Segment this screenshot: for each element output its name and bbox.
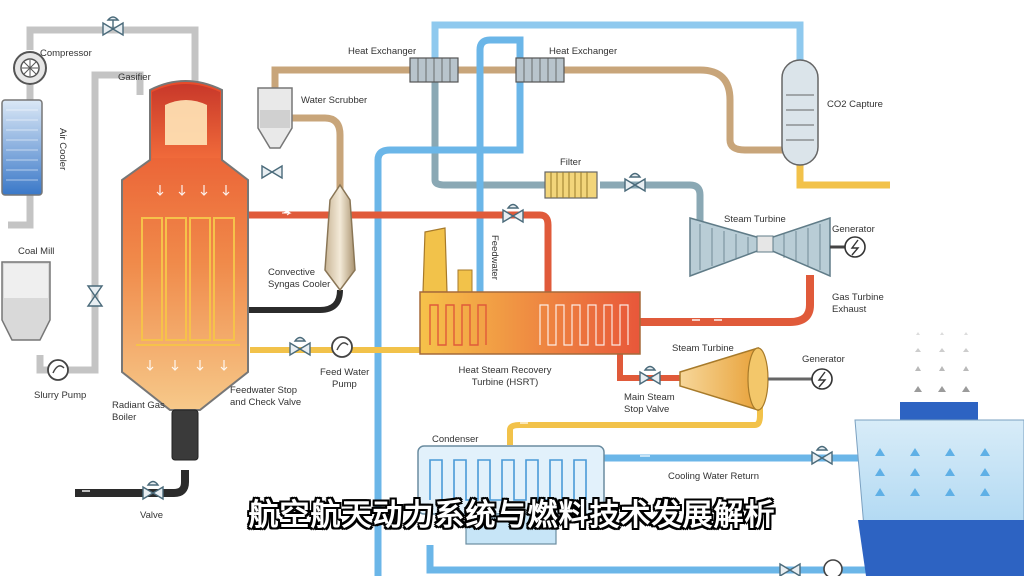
feedwater-stop-label-1: Feedwater Stop [230, 385, 297, 396]
exhaust-pipe [640, 275, 814, 326]
valve-icon [811, 445, 833, 466]
slurry-pipe [36, 71, 144, 374]
feedwater-pipe [476, 36, 524, 292]
hsrt [419, 227, 641, 355]
water-scrubber [257, 87, 293, 149]
cooling-water-return-label: Cooling Water Return [668, 471, 759, 482]
feed-water-pump-label-1: Feed Water [320, 367, 369, 378]
video-subtitle: 航空航天动力系统与燃料技术发展解析 [248, 498, 776, 533]
bottom-pump-icon [823, 559, 843, 576]
generator-bottom-icon [811, 368, 833, 390]
ash-outlet-pipe [75, 470, 189, 497]
hsrt-label-2: Turbine (HSRT) [472, 377, 539, 388]
steam-turbine-top-label: Steam Turbine [724, 214, 786, 225]
feed-water-pump [331, 336, 353, 358]
main-steam-label-2: Stop Valve [624, 404, 669, 415]
feedwater-stop-label-2: and Check Valve [230, 397, 301, 408]
steam-turbine-top [689, 216, 845, 278]
slurry-pump [47, 359, 69, 381]
labels: Compressor Gasifier Air Cooler Coal Mill… [18, 46, 884, 521]
cooling-tower [854, 332, 1024, 576]
hot-syngas-pipe [248, 211, 552, 295]
radiant-gas-boiler-label-1: Radiant Gas [112, 400, 165, 411]
valve-icon [624, 172, 646, 193]
convective-syngas-cooler [324, 183, 356, 292]
air-pipe-left [8, 195, 34, 229]
convective-cooler-label-1: Convective [268, 267, 315, 278]
filter [544, 171, 598, 199]
steam-to-turbine [600, 181, 712, 239]
convective-cooler-label-2: Syngas Cooler [268, 279, 330, 290]
gasifier [121, 80, 249, 461]
valve-icon [86, 285, 104, 307]
radiant-gas-boiler-label-2: Boiler [112, 412, 136, 423]
condenser-label: Condenser [432, 434, 478, 445]
gas-turbine-exhaust-label-2: Exhaust [832, 304, 867, 315]
heat-exchanger-1 [409, 57, 459, 83]
filter-label: Filter [560, 157, 581, 168]
top-loop [431, 21, 804, 70]
syngas-pipe-top [271, 66, 790, 154]
co2-capture-label: CO2 Capture [827, 99, 883, 110]
feedwater-label: Feedwater [489, 235, 500, 280]
generator-top-icon [844, 236, 866, 258]
feed-water-pump-label-2: Pump [332, 379, 357, 390]
valve-icon [261, 164, 283, 180]
valve-label: Valve [140, 510, 163, 521]
boiler-tubes [136, 217, 240, 346]
condenser [417, 445, 605, 545]
coal-mill [1, 261, 51, 341]
hsrt-label-1: Heat Steam Recovery [459, 365, 552, 376]
heat-exchanger-1-label: Heat Exchanger [348, 46, 416, 57]
valve-icon [289, 336, 311, 357]
heat-exchanger-2-label: Heat Exchanger [549, 46, 617, 57]
steam-plume [914, 332, 970, 392]
valve-icon [502, 203, 524, 224]
valve-icon [639, 365, 661, 386]
main-steam-label-1: Main Steam [624, 392, 675, 403]
compressor [13, 51, 47, 85]
water-return-pipe [374, 80, 524, 576]
steam-turbine-bottom [679, 346, 812, 412]
flow-arrows [82, 210, 722, 492]
air-cooler [1, 99, 43, 196]
co2-capture [781, 59, 819, 166]
water-scrubber-label: Water Scrubber [301, 95, 367, 106]
valve-icon [102, 16, 124, 37]
slurry-pump-label: Slurry Pump [34, 390, 86, 401]
steam-turbine-bottom-label: Steam Turbine [672, 343, 734, 354]
valve-icon [779, 562, 801, 576]
heat-exchanger-2 [515, 57, 565, 83]
gasifier-label: Gasifier [118, 72, 151, 83]
generator-top-label: Generator [832, 224, 875, 235]
valve-icon [142, 480, 164, 501]
coal-mill-label: Coal Mill [18, 246, 54, 257]
compressor-label: Compressor [40, 48, 92, 59]
gas-turbine-exhaust-label-1: Gas Turbine [832, 292, 884, 303]
air-cooler-label: Air Cooler [57, 128, 68, 170]
generator-bottom-label: Generator [802, 354, 845, 365]
